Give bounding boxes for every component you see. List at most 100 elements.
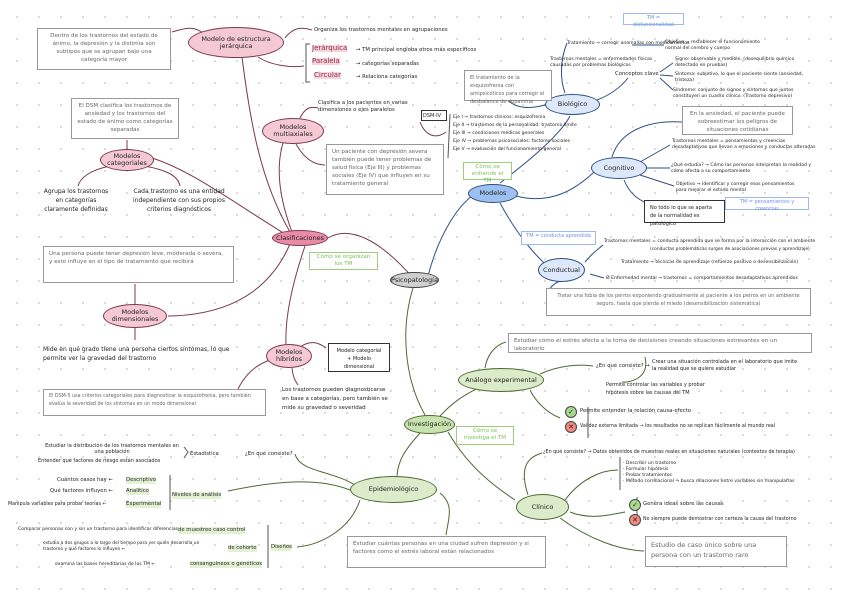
nivel-text: Manipula variables para probar teorías ← — [8, 502, 107, 507]
niveles-analisis: Niveles de análisis — [172, 492, 222, 499]
ana-desventaja: Validez externa limitada → los resultado… — [580, 424, 776, 429]
cli-item: · Describir un trastorno — [623, 461, 677, 466]
x-icon: ✕ — [565, 421, 577, 433]
example-box-dimensional: Una persona puede tener depresión leve, … — [43, 246, 234, 283]
node-label: Investigación — [407, 420, 452, 428]
hibrido-desc: Los trastornos pueden diagnosticarse en … — [282, 387, 388, 411]
paralela-desc: → categorías separadas — [356, 61, 419, 67]
conceptos-clave: Conceptos clave — [615, 71, 659, 77]
example-box-epidemiologico: Estudiar cuántas personas en una ciudad … — [347, 536, 546, 568]
cli-desventaja: No siempre puede demostrar con certeza l… — [643, 517, 797, 522]
node-modelos[interactable]: Modelos — [468, 184, 518, 203]
node-label: Modelos — [479, 189, 507, 197]
node-label: Modelos categoriales — [107, 152, 147, 167]
diseno-cohorte: de cohorte — [228, 545, 257, 552]
example-box-conductual: Tratar una fobia de los perros exponiend… — [546, 288, 811, 316]
concepto-sintoma: Síntoma: subjetivo, lo que el paciente s… — [675, 72, 804, 83]
ana-pregunta: ¿En qué consiste? → — [596, 363, 650, 369]
concepto-sindrome: Síndrome: conjunto de signos y síntomas … — [673, 88, 794, 99]
ana-ventaja: Permite entender la relación causa-efect… — [580, 408, 691, 414]
node-psicopatologia[interactable]: Psicopatología — [390, 272, 439, 288]
bio-tratamiento: Tratamiento → corregir anomalías con med… — [567, 41, 690, 46]
node-label: Modelos multiaxiales — [273, 123, 313, 138]
bio-objetivo: Objetivo = restablecer el funcionamiento… — [665, 40, 760, 51]
node-label: Epidemiológico — [368, 485, 419, 493]
bio-trastornos: Trastornos mentales = enfermedades físic… — [550, 57, 653, 68]
check-icon: ✓ — [565, 406, 577, 418]
cog-estudia: ¿Qué estudia? → Cómo las personas interp… — [671, 163, 812, 174]
node-conductual[interactable]: Conductual — [538, 258, 585, 282]
cli-item: · Probar tratamientos — [623, 473, 672, 478]
jerarquica-desc: → TM principal engloba otros más específ… — [356, 47, 477, 53]
node-analogo-experimental[interactable]: Análogo experimental — [458, 368, 544, 392]
categorial-cada: Cada trastorno es una entidad independie… — [133, 188, 225, 213]
node-modelo-jerarquico[interactable]: Modelo de estructura jerárquica — [188, 27, 284, 58]
eje-item: Eje II → trastornos de la personalidad: … — [453, 123, 577, 128]
node-clinico[interactable]: Clínico — [516, 494, 569, 520]
example-box-analogo: Estudiar cómo el estrés afecta a la toma… — [508, 333, 812, 353]
tag-como-se-investiga: Cómo se investiga el TM — [456, 426, 514, 445]
node-biologico[interactable]: Biológico — [545, 94, 600, 115]
node-label: Biológico — [557, 100, 588, 108]
cli-item: · Método correlacional → busca relacione… — [623, 479, 795, 484]
node-label: Análogo experimental — [465, 375, 537, 384]
categorial-agrupa: Agrupa los trastornos en categorías clar… — [43, 188, 109, 213]
organiza-text: Organiza los trastornos mentales en agru… — [314, 27, 448, 33]
epi-pregunta: ¿En qué consiste? — [245, 451, 293, 457]
estadistica-label: Estadística — [190, 451, 219, 457]
cli-ventaja: Genera ideas sobre las causas — [643, 501, 724, 507]
node-label: Clasificaciones — [275, 233, 325, 242]
cog-trastornos: Trastornos mentales = pensamientos y cre… — [672, 139, 816, 150]
node-label: Clínico — [531, 502, 554, 511]
diseno-caso-control: de muestreo caso control — [178, 527, 246, 534]
node-modelos-multiaxiales[interactable]: Modelos multiaxiales — [262, 118, 324, 144]
diseno-text: estudia a dos grupos a lo largo del tiem… — [43, 541, 200, 552]
tag-pensamientos: TM = pensamientos y creencias — [725, 197, 809, 212]
node-label: Modelos híbridos — [275, 348, 303, 363]
estadistica-1: Estudiar la distribución de los trastorn… — [45, 443, 179, 455]
note-normalidad: No todo lo que se aparta de la normalida… — [644, 200, 725, 227]
con-subtexto: (conductas problemáticas surgen de asoci… — [650, 247, 810, 252]
clasifica-text: Clasifica a los pacientes en varias dime… — [318, 100, 408, 113]
dsm-iv-label: DSM-IV — [421, 110, 447, 121]
example-box-multiaxial: Un paciente con depresión severa también… — [326, 144, 444, 195]
node-cognitivo[interactable]: Cognitivo — [591, 157, 647, 179]
nivel-experimental: Experimental — [126, 501, 162, 508]
cli-pregunta: ¿En qué consiste? → Datos obtenidos de m… — [543, 450, 795, 455]
example-box-clinico: Estudio de caso único sobre una persona … — [645, 536, 787, 567]
nivel-descriptivo: Descriptivo — [126, 477, 156, 484]
diseno-geneticos: consanguíneos o genéticos — [190, 561, 262, 568]
eje-item: Eje V → evaluación del funcionamiento ge… — [453, 147, 562, 152]
diseno-text: Comparar personas con y sin un trastorno… — [18, 527, 184, 532]
node-label: Psicopatología — [391, 275, 438, 284]
nivel-analitico: Analítico — [126, 488, 149, 495]
eje-item: Eje IV → problemas psicosociales: factor… — [453, 139, 571, 144]
example-box-cognitivo: En la ansiedad, el paciente puede sobree… — [682, 106, 793, 135]
con-trastornos: Trastornos mentales = conducta aprendida… — [604, 239, 816, 244]
cli-item: · Formular hipótesis — [623, 467, 669, 472]
node-modelos-dimensionales[interactable]: Modelos dimensionales — [103, 304, 167, 328]
cli-list: · Describir un trastorno · Formular hipó… — [623, 461, 794, 485]
check-icon: ✓ — [629, 499, 641, 511]
node-investigacion[interactable]: Investigación — [404, 415, 455, 434]
estadistica-2: Entender qué factores de riesgo están as… — [38, 458, 161, 464]
node-label: Cognitivo — [603, 163, 635, 172]
node-clasificaciones[interactable]: Clasificaciones — [272, 230, 328, 246]
node-modelos-hibridos[interactable]: Modelos híbridos — [266, 344, 312, 368]
nivel-text: Cuántos casos hay ← — [57, 477, 113, 483]
jerarquica-label: Jerárquica — [312, 44, 348, 52]
hibrido-definition: Modelo categorial + Modelo dimensional — [328, 343, 390, 372]
diseno-text: examina las bases hereditarias de los TM… — [55, 562, 156, 567]
eje-item: Eje III → condiciones médicas generales — [453, 131, 545, 136]
example-box-jerarquica: Dentro de los trastornos del estado de á… — [37, 28, 171, 70]
node-epidemiologico[interactable]: Epidemiológico — [350, 476, 437, 503]
disenos-label: Diseños — [271, 544, 292, 551]
circular-desc: → Relaciona categorías — [356, 74, 418, 80]
tag-disfuncionalidad: TM = disfuncionalidad — [623, 13, 684, 28]
tag-como-se-entiende: Cómo se entiende el TM — [463, 162, 512, 184]
tag-como-se-organizan: Cómo se organizan los TM — [309, 252, 378, 270]
con-enfermedad: Ø Enfermedad mental → trastornos = compo… — [606, 276, 798, 281]
node-modelos-categoriales[interactable]: Modelos categoriales — [100, 149, 154, 171]
eje-item: Eje I → trastornos clínicos: esquizofren… — [453, 115, 546, 120]
